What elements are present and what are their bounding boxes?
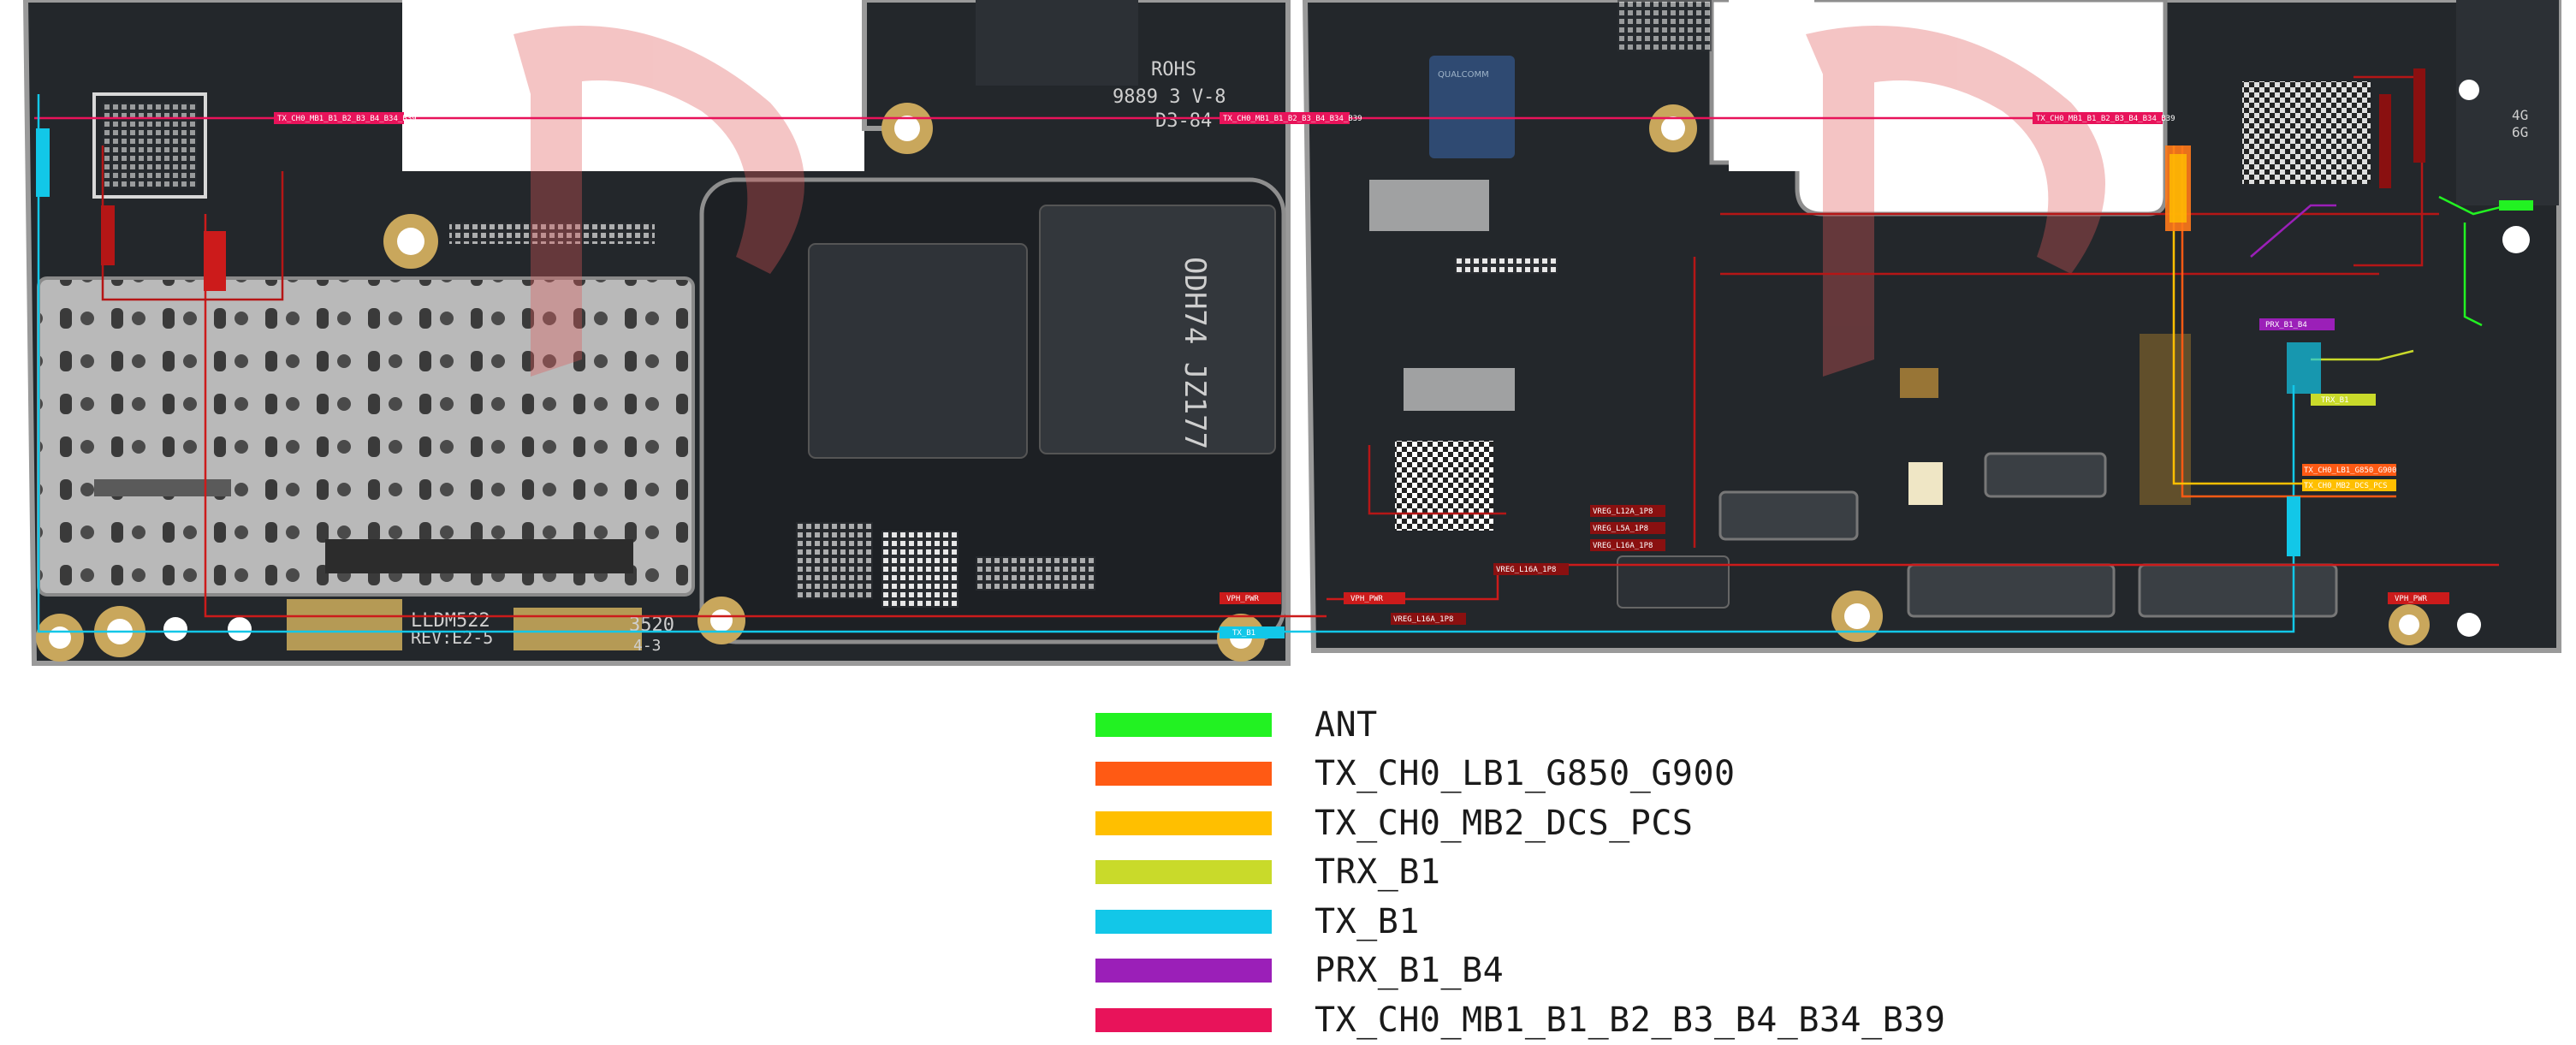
legend-item: TX_CH0_MB1_B1_B2_B3_B4_B34_B39 bbox=[1095, 995, 2122, 1045]
tag-vreg-l16a-a: VREG_L16A_1P8 bbox=[1593, 542, 1653, 550]
legend-item: PRX_B1_B4 bbox=[1095, 947, 2122, 996]
tag-tx-mb2: TX_CH0_MB2_DCS_PCS bbox=[2304, 482, 2388, 490]
legend-swatch bbox=[1095, 762, 1272, 787]
right-board: QUALCOMM 4G 6G bbox=[1302, 0, 2561, 653]
left-board: ODH74 JZ177 LLDM522 REV:E2-5 3520 4-3 RO… bbox=[22, 0, 1291, 666]
legend-item: ANT bbox=[1095, 700, 2122, 750]
qualcomm-brand-label: QUALCOMM bbox=[1438, 70, 1489, 80]
tag-tx-b1: TX_B1 bbox=[1232, 629, 1255, 638]
qualcomm-pmic-chip bbox=[1429, 56, 1515, 158]
chip-code-label: ODH74 JZ177 bbox=[1178, 257, 1212, 449]
legend-label: TRX_B1 bbox=[1315, 852, 1441, 893]
tag-vph-pwr-1: VPH_PWR bbox=[1226, 595, 1260, 603]
rf-transceiver-footprint bbox=[2242, 81, 2371, 184]
rohs-label: ROHS bbox=[1151, 59, 1196, 80]
legend-swatch bbox=[1095, 860, 1272, 885]
board-code2-label: D3-84 bbox=[1155, 110, 1212, 132]
legend-label: TX_CH0_MB2_DCS_PCS bbox=[1315, 803, 1694, 843]
tag-vreg-l16a-b: VREG_L16A_1P8 bbox=[1496, 566, 1556, 574]
ic-footprint bbox=[1395, 441, 1493, 531]
tag-vreg-l5a: VREG_L5A_1P8 bbox=[1593, 525, 1648, 533]
right-mounting-holes bbox=[1649, 80, 2530, 645]
board-rev-label: REV:E2-5 bbox=[411, 627, 493, 648]
board-code1-label: 9889 3 V-8 bbox=[1113, 86, 1226, 108]
legend-item: TX_B1 bbox=[1095, 897, 2122, 947]
legend-item: TX_CH0_LB1_G850_G900 bbox=[1095, 750, 2122, 799]
legend-label: TX_CH0_MB1_B1_B2_B3_B4_B34_B39 bbox=[1315, 1000, 1946, 1040]
tag-tx-lb1: TX_CH0_LB1_G850_G900 bbox=[2304, 466, 2396, 475]
tag-trx-b1: TRX_B1 bbox=[2321, 396, 2349, 405]
legend-label: PRX_B1_B4 bbox=[1315, 951, 1505, 991]
tag-tx-ch0-mb1-a: TX_CH0_MB1_B1_B2_B3_B4_B34_B39 bbox=[277, 115, 417, 123]
legend-swatch bbox=[1095, 909, 1272, 934]
legend-label: TX_CH0_LB1_G850_G900 bbox=[1315, 754, 1736, 794]
legend-item: TRX_B1 bbox=[1095, 848, 2122, 898]
memory-chip bbox=[808, 243, 1028, 459]
tag-vph-pwr-2: VPH_PWR bbox=[1350, 595, 1384, 603]
tag-prx-b1-b4: PRX_B1_B4 bbox=[2265, 321, 2307, 330]
processor-chip bbox=[1039, 205, 1276, 454]
legend-swatch bbox=[1095, 959, 1272, 983]
legend-label: ANT bbox=[1315, 704, 1378, 745]
legend-swatch bbox=[1095, 810, 1272, 835]
net-label-tags: TX_CH0_MB1_B1_B2_B3_B4_B34_B39 TX_CH0_MB… bbox=[36, 68, 2533, 638]
tag-vreg-l16a-c: VREG_L16A_1P8 bbox=[1393, 615, 1453, 624]
label-4g: 4G bbox=[2512, 107, 2528, 123]
legend-swatch bbox=[1095, 1007, 1272, 1032]
legend-swatch bbox=[1095, 712, 1272, 737]
board-code4-label: 4-3 bbox=[633, 637, 662, 655]
legend-item: TX_CH0_MB2_DCS_PCS bbox=[1095, 799, 2122, 848]
tag-tx-ch0-mb1-b: TX_CH0_MB1_B1_B2_B3_B4_B34_B39 bbox=[1223, 115, 1362, 123]
tag-vreg-l12a: VREG_L12A_1P8 bbox=[1593, 508, 1653, 516]
tag-vph-pwr-3: VPH_PWR bbox=[2395, 595, 2428, 603]
board-model-label: LLDM522 bbox=[411, 610, 490, 632]
legend-label: TX_B1 bbox=[1315, 901, 1420, 941]
label-6g: 6G bbox=[2512, 124, 2528, 140]
pcb-board-diagram: ODH74 JZ177 LLDM522 REV:E2-5 3520 4-3 RO… bbox=[22, 0, 2561, 666]
tag-tx-ch0-mb1-c: TX_CH0_MB1_B1_B2_B3_B4_B34_B39 bbox=[2036, 115, 2175, 123]
